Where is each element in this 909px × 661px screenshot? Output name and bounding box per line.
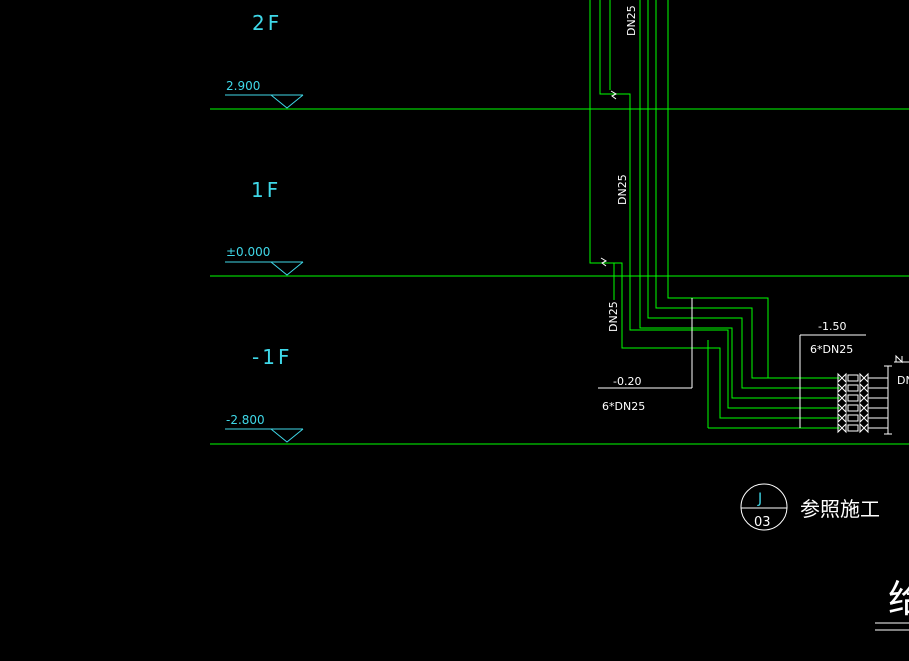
pipe-label-dn25-top: DN25 [625, 5, 638, 36]
floor-label-b1f: -1F [252, 345, 292, 369]
valve-group [799, 335, 909, 435]
left-annotation-elevation: -0.20 [613, 375, 641, 388]
valve-5 [837, 412, 888, 424]
floor-label-2f: 2F [252, 11, 282, 35]
detail-number: 03 [754, 515, 771, 530]
elevation-text-2f: 2.900 [226, 79, 260, 93]
right-annotation-elevation: -1.50 [818, 320, 846, 333]
left-annotation: -0.20 6*DN25 [598, 298, 693, 413]
left-annotation-spec: 6*DN25 [602, 400, 645, 413]
valve-1 [837, 372, 888, 384]
valve-2 [837, 382, 888, 394]
floor-lines [210, 108, 909, 445]
elevation-triangle-1f [270, 261, 304, 276]
detail-note: 参照施工 [800, 497, 880, 521]
break-marks [600, 90, 618, 267]
elevation-triangle-2f [270, 94, 304, 109]
valve-4 [837, 402, 888, 414]
valve-6 [837, 422, 888, 434]
pipe-label-dn-right: DN [897, 374, 909, 387]
floor-label-1f: 1F [251, 178, 281, 202]
title-fragment: 给 [875, 577, 909, 631]
elevation-text-1f: ±0.000 [226, 245, 270, 259]
detail-reference: J 03 参照施工 [740, 483, 880, 531]
pipe-label-dn25-low: DN25 [607, 301, 620, 332]
detail-letter: J [757, 491, 762, 507]
title-char: 给 [888, 577, 909, 621]
elevation-text-b1f: -2.800 [226, 413, 265, 427]
pipe-label-dn25-mid: DN25 [616, 174, 629, 205]
elevation-markers: 2.900 ±0.000 -2.800 [225, 79, 304, 443]
valve-rows [837, 372, 888, 434]
floor-labels: 2F 1F -1F [251, 11, 292, 369]
right-annotation: -1.50 6*DN25 [800, 320, 866, 356]
pipe-risers [589, 0, 840, 429]
valve-3 [837, 392, 888, 404]
right-annotation-spec: 6*DN25 [810, 343, 853, 356]
elevation-triangle-b1f [270, 428, 304, 443]
